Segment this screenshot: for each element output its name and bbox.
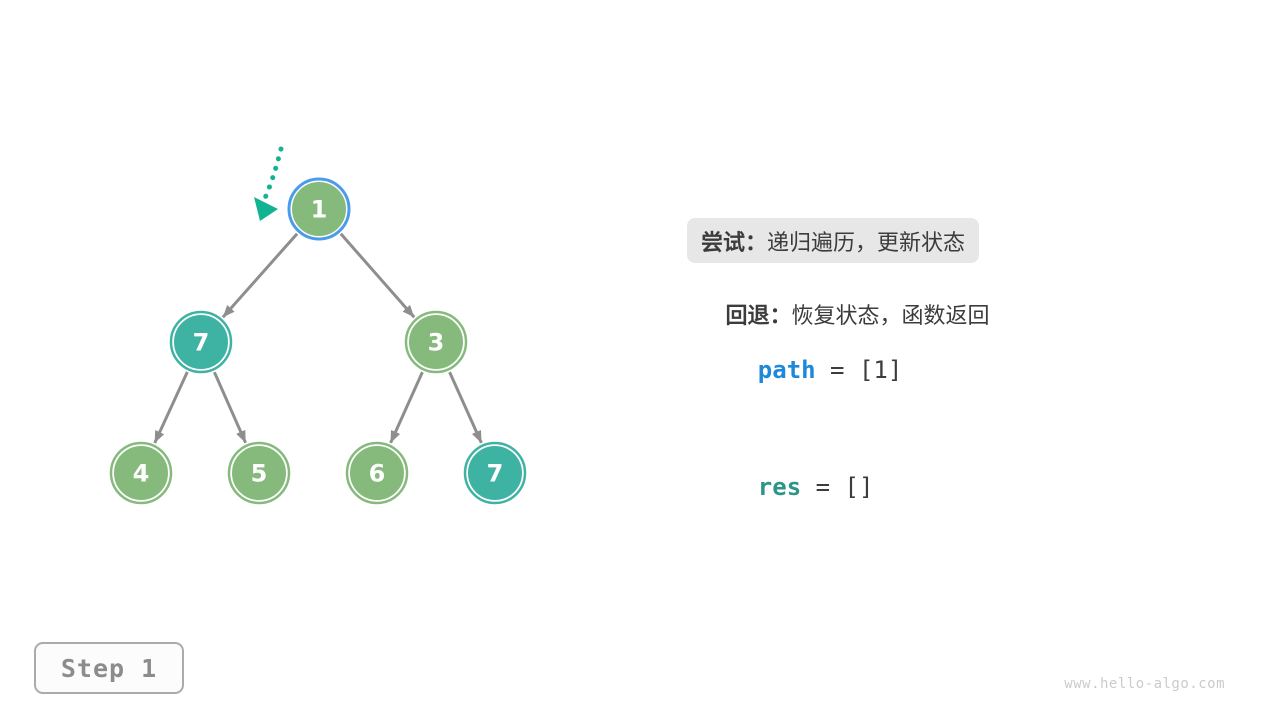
path-variable-name: path: [757, 356, 816, 384]
binary-tree-diagram: 1 7 3 4 5 6 7: [109, 146, 527, 505]
node-value: 6: [369, 460, 386, 488]
tree-edge: [153, 371, 189, 444]
step-badge-label: Step 1: [60, 653, 158, 683]
try-highlight-box: 尝试：递归遍历，更新状态: [687, 218, 980, 263]
res-variable-value: = []: [801, 473, 874, 501]
tree-node-7: 7: [463, 441, 527, 505]
tree-node-6: 6: [345, 441, 409, 505]
node-ring: [345, 441, 409, 505]
node-value: 1: [311, 196, 328, 224]
tree-node-5: 5: [227, 441, 291, 505]
try-label: 尝试：: [701, 229, 768, 255]
path-variable-line: path = [1]: [700, 331, 903, 409]
current-pointer-arrow: [254, 146, 284, 221]
node-circle: [114, 446, 168, 500]
backtrack-label: 回退：: [725, 303, 792, 328]
res-variable-line: res = []: [700, 448, 874, 526]
tree-node-1-current: 1: [287, 177, 351, 241]
tree-edge: [339, 232, 416, 319]
node-value: 5: [251, 460, 268, 488]
node-circle: [292, 182, 346, 236]
node-circle: [409, 315, 463, 369]
pointer-arrowhead: [254, 197, 278, 221]
tree-node-3: 3: [404, 310, 468, 374]
node-ring: [109, 441, 173, 505]
node-value: 7: [487, 460, 504, 488]
tree-edge: [448, 371, 483, 444]
node-circle: [232, 446, 286, 500]
node-ring: [169, 310, 233, 374]
pointer-dotted-path: [262, 146, 284, 201]
node-value: 7: [193, 329, 210, 357]
tree-node-4: 4: [109, 441, 173, 505]
watermark: www.hello-algo.com: [1064, 676, 1225, 692]
tree-edge: [221, 232, 299, 319]
current-node-ring: [287, 177, 351, 241]
backtrack-line: 回退：恢复状态，函数返回: [701, 277, 989, 355]
try-text: 递归遍历，更新状态: [767, 229, 966, 255]
node-ring: [463, 441, 527, 505]
node-circle: [468, 446, 522, 500]
res-variable-name: res: [757, 473, 802, 501]
backtrack-text: 恢复状态，函数返回: [791, 303, 990, 328]
node-ring: [227, 441, 291, 505]
step-badge: Step 1: [34, 642, 184, 694]
node-value: 4: [133, 460, 150, 488]
node-ring: [404, 310, 468, 374]
tree-node-7: 7: [169, 310, 233, 374]
tree-edges: [153, 232, 483, 444]
tree-edge: [389, 371, 424, 444]
node-value: 3: [428, 329, 445, 357]
tree-edge: [213, 371, 247, 444]
path-variable-value: = [1]: [815, 356, 903, 384]
tree-nodes: 1 7 3 4 5 6 7: [109, 177, 527, 505]
node-circle: [350, 446, 404, 500]
node-circle: [174, 315, 228, 369]
